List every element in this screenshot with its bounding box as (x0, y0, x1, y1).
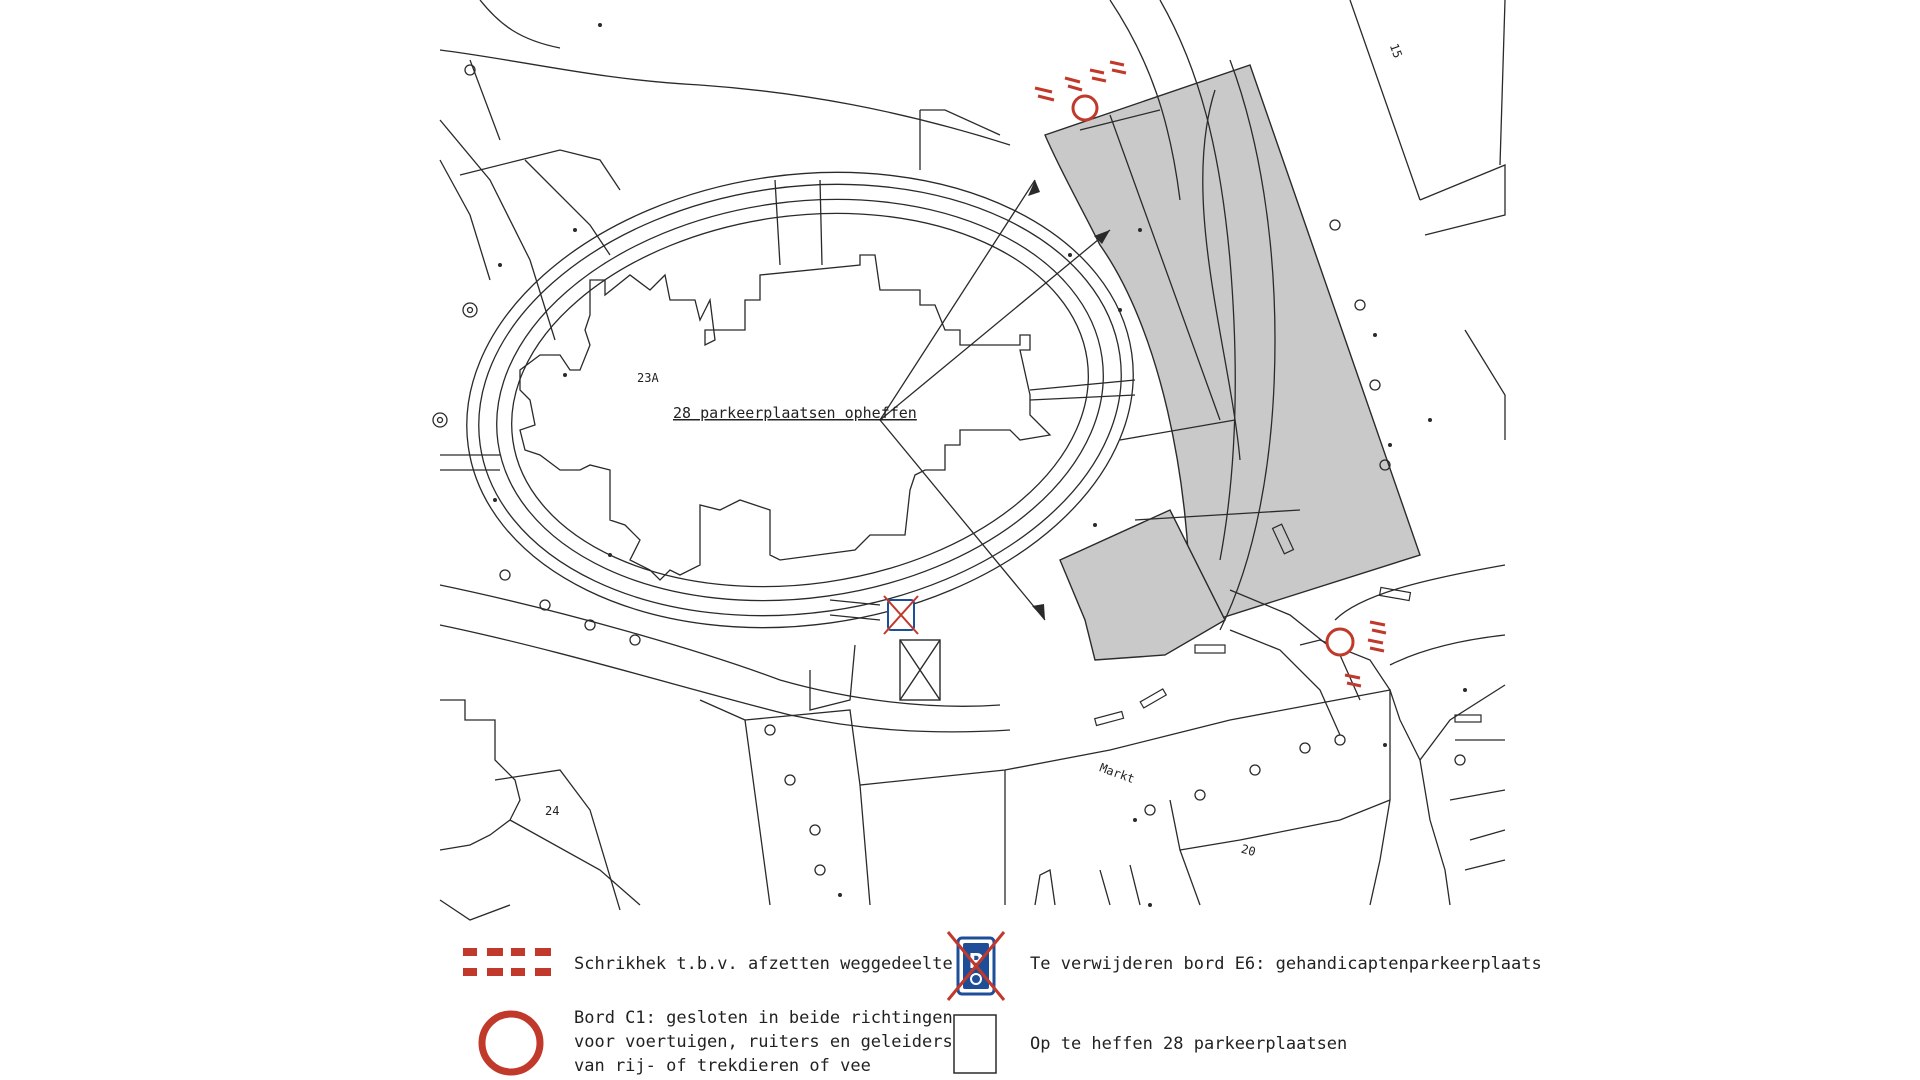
parking-space-crossed (899, 639, 941, 701)
barrier-icon (463, 948, 551, 982)
svg-text:P: P (969, 949, 984, 973)
legend-c1-label: Bord C1: gesloten in beide richtingen vo… (574, 1006, 953, 1078)
map-e6-sign (883, 595, 919, 635)
legend-c1-line-2: voor voertuigen, ruiters en geleiders (574, 1032, 953, 1052)
disabled-parking-crossed-icon: P (946, 931, 1006, 1001)
tree-markers (432, 64, 1466, 876)
legend-c1-line-3: van rij- of trekdieren of vee (574, 1056, 871, 1076)
parking-areas (1044, 64, 1421, 661)
annotation-arrowheads (1028, 180, 1110, 620)
legend-barrier-label: Schrikhek t.b.v. afzetten weggedeelte (574, 954, 953, 974)
parking-area-icon (953, 1014, 997, 1074)
parking-area-lower (1059, 509, 1226, 661)
map-barriers (1034, 60, 1387, 688)
map-c1-signs (1071, 94, 1355, 657)
street-name-label: Markt (1098, 761, 1137, 787)
parking-area-main (1044, 64, 1421, 621)
map-annotation-label: 28 parkeerplaatsen opheffen (673, 404, 917, 422)
house-number-15: 15 (1387, 42, 1405, 60)
building-number-label: 23A (637, 371, 659, 385)
legend-c1-line-1: Bord C1: gesloten in beide richtingen (574, 1008, 953, 1028)
house-number-24: 24 (545, 804, 559, 818)
bike-racks (1093, 523, 1482, 727)
no-entry-sign-icon (478, 1010, 544, 1076)
small-dots (493, 23, 1467, 907)
legend-parking-label: Op te heffen 28 parkeerplaatsen (1030, 1034, 1348, 1054)
house-number-20: 20 (1240, 842, 1258, 859)
legend-e6-label: Te verwijderen bord E6: gehandicaptenpar… (1030, 954, 1542, 974)
